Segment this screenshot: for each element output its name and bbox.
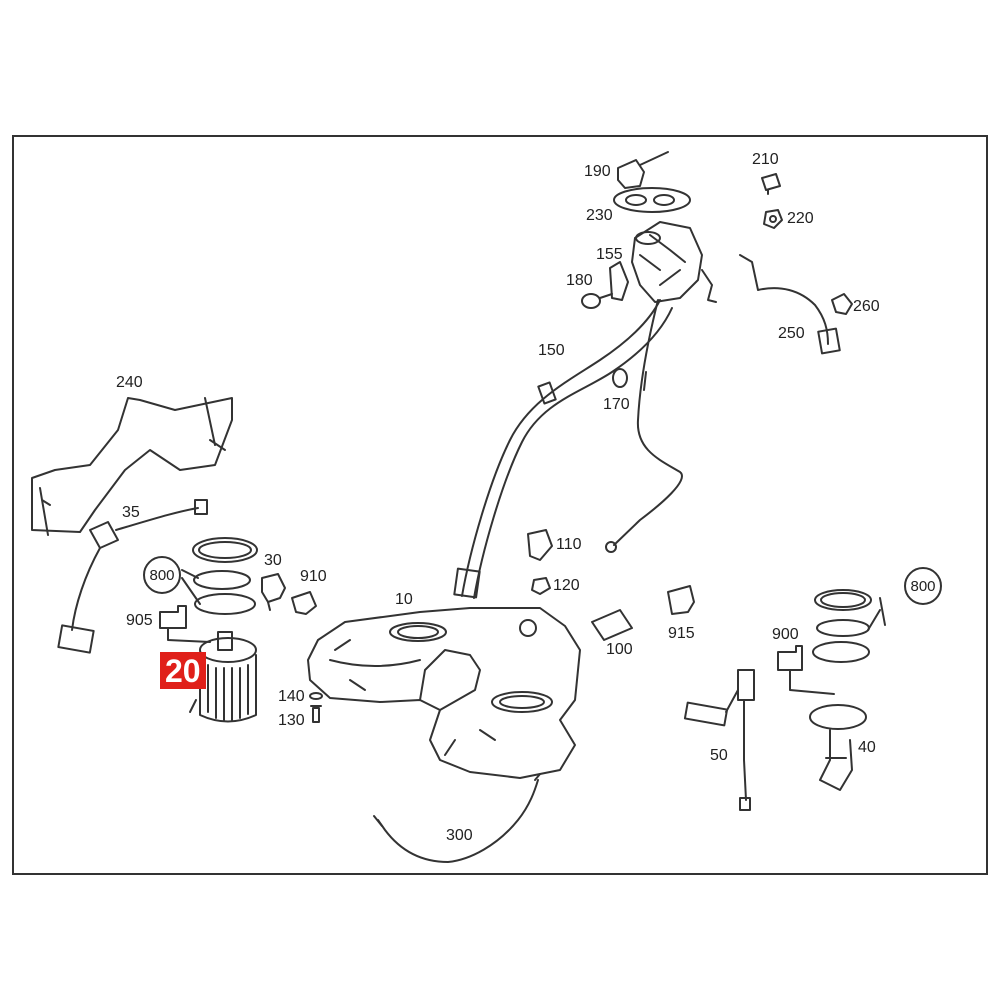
connector-905 xyxy=(159,605,211,643)
gasket-230 xyxy=(613,187,691,213)
callout-130: 130 xyxy=(278,712,305,729)
seal-rings-left xyxy=(181,537,258,615)
callout-800-right: 800 xyxy=(904,567,942,605)
callout-100: 100 xyxy=(606,641,633,658)
callout-230: 230 xyxy=(586,207,613,224)
connector-900 xyxy=(777,645,835,695)
diagram-frame xyxy=(12,135,988,875)
screw-130 xyxy=(310,705,322,723)
valve-30 xyxy=(261,573,286,611)
callout-250: 250 xyxy=(778,325,805,342)
clip-260 xyxy=(831,293,853,315)
callout-110: 110 xyxy=(556,536,582,553)
callout-240: 240 xyxy=(116,374,143,391)
callout-170: 170 xyxy=(603,396,630,413)
callout-220: 220 xyxy=(787,210,814,227)
tank-strap-300 xyxy=(373,773,541,863)
callout-800-left: 800 xyxy=(143,556,181,594)
callout-210: 210 xyxy=(752,151,779,168)
grommet-180 xyxy=(581,293,613,309)
callout-300: 300 xyxy=(446,827,473,844)
bracket-155 xyxy=(609,261,629,301)
callout-120: 120 xyxy=(553,577,580,594)
fuel-tank-10 xyxy=(307,607,581,779)
grommet-170 xyxy=(612,368,628,388)
filler-neck-housing xyxy=(631,221,717,303)
callout-50: 50 xyxy=(710,747,728,764)
callout-30: 30 xyxy=(264,552,282,569)
connector-910 xyxy=(291,591,317,615)
connector-100 xyxy=(591,609,633,641)
seal-rings-right xyxy=(812,589,886,663)
callout-190: 190 xyxy=(584,163,611,180)
vent-line xyxy=(605,299,683,553)
fuel-pump-module-20 xyxy=(189,631,257,723)
nut-220 xyxy=(763,209,783,229)
connector-915 xyxy=(667,585,695,615)
callout-35: 35 xyxy=(122,504,140,521)
nut-120 xyxy=(531,577,551,595)
valve-110 xyxy=(527,529,553,561)
callout-180: 180 xyxy=(566,272,593,289)
filler-pipe-150 xyxy=(453,299,673,599)
washer-140 xyxy=(309,692,323,700)
highlighted-part-badge: 20 xyxy=(160,652,206,689)
callout-905: 905 xyxy=(126,612,153,629)
callout-910: 910 xyxy=(300,568,327,585)
heat-shield-240 xyxy=(31,397,233,536)
callout-915: 915 xyxy=(668,625,695,642)
callout-150: 150 xyxy=(538,342,565,359)
callout-155: 155 xyxy=(596,246,623,263)
callout-140: 140 xyxy=(278,688,305,705)
screw-210 xyxy=(761,173,781,195)
callout-40: 40 xyxy=(858,739,876,756)
hose-250 xyxy=(739,254,841,355)
level-sensor-50 xyxy=(683,669,755,811)
sensor-35 xyxy=(57,499,208,654)
callout-900: 900 xyxy=(772,626,799,643)
callout-10: 10 xyxy=(395,591,413,608)
fuel-cap-190 xyxy=(617,151,669,189)
fuel-sender-40 xyxy=(809,704,867,791)
callout-260: 260 xyxy=(853,298,880,315)
